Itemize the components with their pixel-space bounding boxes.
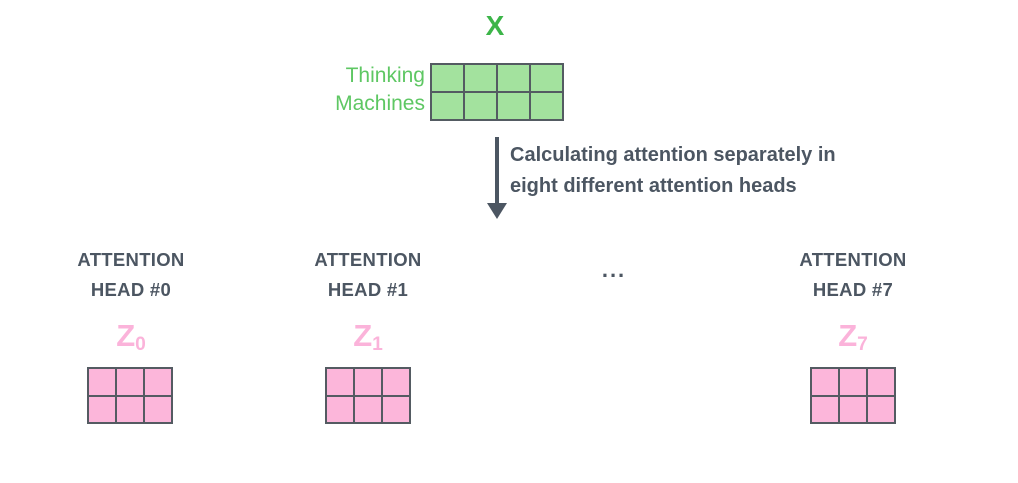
- attention-head-0-label-line2: HEAD #0: [90, 279, 172, 300]
- matrix-cell: [144, 395, 172, 423]
- matrix-cell: [116, 395, 144, 423]
- matrix-cell: [326, 395, 354, 423]
- matrix-cell: [144, 368, 172, 396]
- matrix-cell: [88, 368, 116, 396]
- attention-head-7-label: ATTENTION HEAD #7: [743, 245, 963, 305]
- z1-matrix: [325, 367, 411, 424]
- arrow-caption-line2: eight different attention heads: [510, 175, 797, 197]
- input-matrix: [430, 63, 564, 121]
- attention-head-1-label-line1: ATTENTION: [314, 249, 422, 270]
- matrix-cell: [497, 92, 530, 120]
- matrix-cell: [354, 395, 382, 423]
- matrix-cell: [464, 92, 497, 120]
- matrix-cell: [431, 64, 464, 92]
- z1-base: Z: [353, 318, 373, 353]
- matrix-cell: [811, 395, 839, 423]
- attention-head-1-label: ATTENTION HEAD #1: [258, 245, 478, 305]
- matrix-cell: [88, 395, 116, 423]
- row-label-thinking: Thinking: [345, 64, 425, 87]
- matrix-cell: [354, 368, 382, 396]
- row-label-machines: Machines: [335, 92, 425, 115]
- matrix-cell: [431, 92, 464, 120]
- attention-head-0-label: ATTENTION HEAD #0: [21, 245, 241, 305]
- matrix-cell: [530, 64, 563, 92]
- matrix-cell: [464, 64, 497, 92]
- matrix-cell: [839, 368, 867, 396]
- z7-matrix-title: Z7: [793, 318, 913, 356]
- arrow-caption: Calculating attention separately in eigh…: [510, 140, 836, 202]
- input-matrix-title: X: [485, 10, 505, 41]
- z1-subscript: 1: [372, 334, 383, 356]
- matrix-cell: [867, 368, 895, 396]
- heads-ellipsis: ...: [601, 257, 627, 282]
- attention-head-7-label-line1: ATTENTION: [799, 249, 907, 270]
- matrix-cell: [116, 368, 144, 396]
- z7-base: Z: [838, 318, 858, 353]
- matrix-cell: [530, 92, 563, 120]
- z0-matrix-title: Z0: [71, 318, 191, 356]
- z7-matrix: [810, 367, 896, 424]
- z7-subscript: 7: [857, 334, 868, 356]
- z0-base: Z: [116, 318, 136, 353]
- z0-matrix: [87, 367, 173, 424]
- attention-head-7-label-line2: HEAD #7: [812, 279, 894, 300]
- matrix-cell: [382, 368, 410, 396]
- input-row-labels: Thinking Machines: [225, 62, 425, 118]
- attention-head-0-label-line1: ATTENTION: [77, 249, 185, 270]
- matrix-cell: [382, 395, 410, 423]
- matrix-cell: [497, 64, 530, 92]
- matrix-cell: [867, 395, 895, 423]
- matrix-cell: [326, 368, 354, 396]
- matrix-cell: [811, 368, 839, 396]
- down-arrow-icon: [487, 203, 507, 219]
- attention-head-1-label-line2: HEAD #1: [327, 279, 409, 300]
- matrix-cell: [839, 395, 867, 423]
- z0-subscript: 0: [135, 334, 146, 356]
- z1-matrix-title: Z1: [308, 318, 428, 356]
- arrow-caption-line1: Calculating attention separately in: [510, 144, 836, 166]
- down-arrow-shaft: [495, 137, 499, 204]
